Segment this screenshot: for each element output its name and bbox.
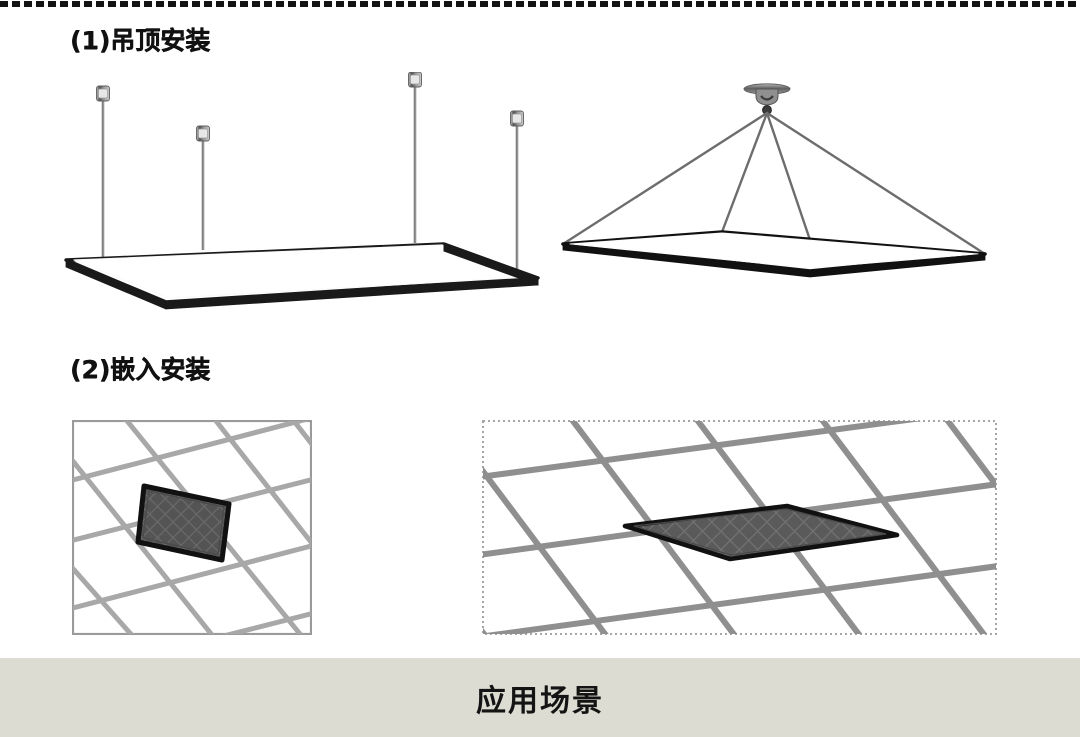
recessed-panel-grid-small bbox=[72, 420, 312, 635]
led-panel-frame bbox=[64, 242, 540, 310]
rod-suspended-panel-svg bbox=[64, 72, 540, 310]
embedded-led-panel bbox=[622, 503, 900, 562]
cable-left-near bbox=[720, 111, 769, 234]
suspension-cables bbox=[561, 111, 987, 256]
cable-right-far bbox=[765, 111, 987, 256]
ceiling-grid bbox=[483, 421, 996, 634]
suspension-rod-4 bbox=[510, 110, 524, 276]
ceiling-mount-plate bbox=[743, 83, 791, 115]
cable-suspended-panel-svg bbox=[561, 83, 987, 278]
embedded-led-panel bbox=[135, 483, 232, 563]
section-heading-recessed: (2)嵌入安装 bbox=[70, 355, 211, 384]
caption-band: 应用场景 bbox=[0, 658, 1080, 737]
recessed-panel-grid-large bbox=[482, 420, 997, 635]
recessed-panel-grid-small-svg bbox=[72, 420, 312, 635]
rod-suspended-panel-diagram bbox=[60, 72, 560, 317]
cable-left-far bbox=[561, 111, 769, 246]
recessed-panel-grid-large-svg bbox=[482, 420, 997, 635]
cable-suspended-panel-diagram bbox=[560, 72, 1000, 297]
led-panel-frame bbox=[561, 230, 987, 278]
caption-text: 应用场景 bbox=[476, 683, 604, 719]
top-dashed-divider bbox=[0, 1, 1080, 7]
cable-right-near bbox=[765, 111, 812, 242]
suspension-rod-3 bbox=[408, 72, 422, 243]
suspension-rod-2 bbox=[196, 125, 210, 250]
suspension-rod-1 bbox=[96, 85, 110, 257]
section-heading-ceiling-suspended: (1)吊顶安装 bbox=[70, 26, 211, 55]
